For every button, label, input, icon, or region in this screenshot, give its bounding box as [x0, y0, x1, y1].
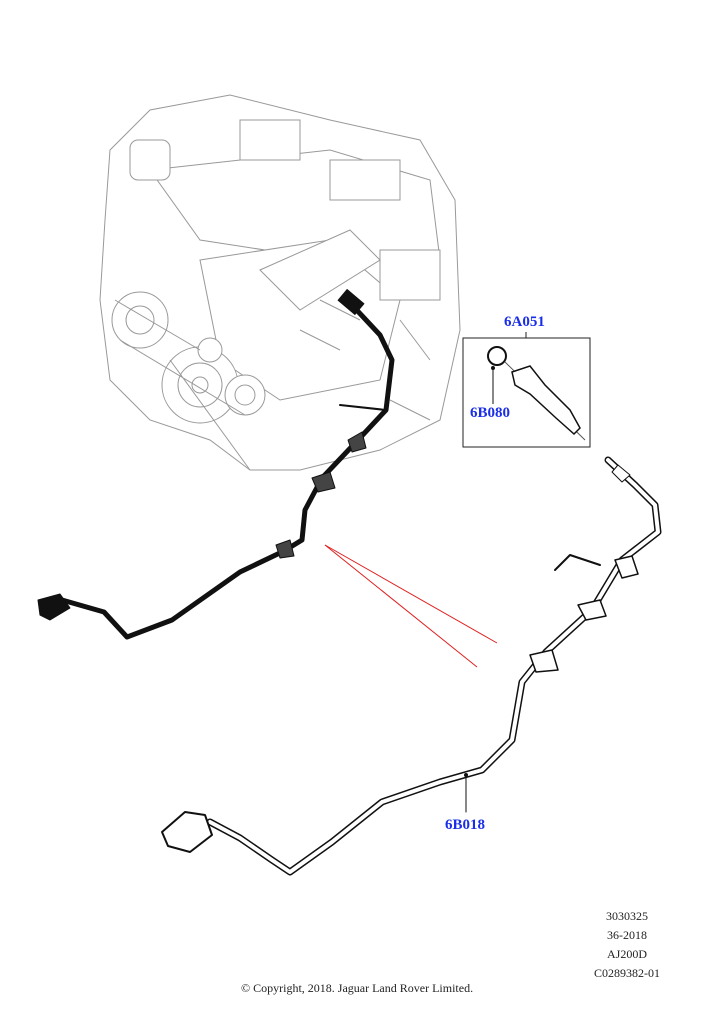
section-code: 36-2018: [607, 928, 647, 942]
engine-illustration: [99, 94, 461, 471]
engine-harness: [37, 289, 395, 640]
callout-6b018[interactable]: 6B018: [445, 817, 486, 833]
illustration-code: C0289382-01: [594, 966, 660, 980]
leader-lines: [324, 544, 498, 668]
diagram-meta: 3030325 36-2018 AJ200D C0289382-01: [594, 907, 660, 983]
detail-box: [462, 332, 591, 448]
callout-6a051[interactable]: 6A051: [504, 314, 545, 330]
reference-number: 3030325: [606, 909, 648, 923]
callout-6b080[interactable]: 6B080: [470, 405, 511, 421]
replacement-harness: [161, 456, 662, 876]
copyright-text: © Copyright, 2018. Jaguar Land Rover Lim…: [241, 981, 474, 995]
engine-code: AJ200D: [606, 947, 647, 961]
